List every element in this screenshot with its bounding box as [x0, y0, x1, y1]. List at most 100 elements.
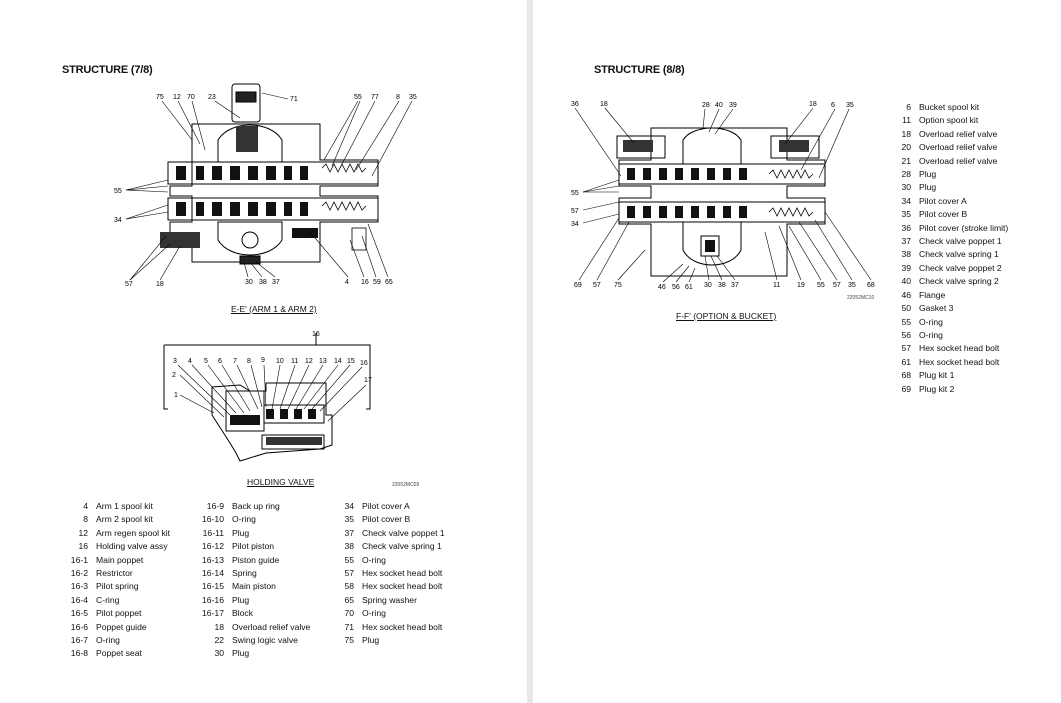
callout: 11	[773, 282, 780, 289]
callout: 55	[114, 188, 122, 195]
callout: 46	[658, 284, 666, 291]
callout: 34	[114, 217, 122, 224]
callout: 12	[173, 94, 181, 101]
callout: 16	[360, 360, 368, 367]
callout: 28	[702, 102, 710, 109]
callout: 23	[208, 94, 216, 101]
callout: 4	[345, 279, 349, 286]
callout: 7	[233, 358, 237, 365]
callout: 55	[354, 94, 362, 101]
callout: 12	[305, 358, 313, 365]
callout: 38	[718, 282, 726, 289]
holding-valve-diagram: 16 3 4 5 6 7 8 9 10 11 12 13 14 15 16 2 …	[163, 331, 372, 462]
callout: 11	[291, 358, 298, 365]
callout: 8	[247, 358, 251, 365]
callout: 8	[396, 94, 400, 101]
figure-code: 22052MC09	[392, 482, 420, 488]
left-page: STRUCTURE (7/8)	[0, 0, 527, 703]
callout: 69	[574, 282, 582, 289]
callout: 17	[364, 377, 372, 384]
callout: 37	[272, 279, 280, 286]
callout: 1	[174, 392, 178, 399]
callout: 57	[125, 281, 133, 288]
callout: 10	[276, 358, 284, 365]
callout: 55	[571, 190, 579, 197]
callout: 57	[833, 282, 841, 289]
callout: 30	[704, 282, 712, 289]
callout: 56	[672, 284, 680, 291]
callout: 59	[373, 279, 381, 286]
callout: 61	[685, 284, 693, 291]
figure-caption: E-E' (ARM 1 & ARM 2)	[231, 304, 317, 314]
option-bucket-section-diagram: 36 18 28 40 39 18 6 35 55 57 34 69 57 75…	[571, 101, 875, 291]
callout: 55	[817, 282, 825, 289]
callout: 40	[715, 102, 723, 109]
callout: 30	[245, 279, 253, 286]
callout: 70	[187, 94, 195, 101]
callout: 35	[409, 94, 417, 101]
figure-caption: HOLDING VALVE	[247, 477, 315, 487]
callout: 18	[156, 281, 164, 288]
callout: 3	[173, 358, 177, 365]
callout: 65	[385, 279, 393, 286]
callout: 37	[731, 282, 739, 289]
callout: 35	[846, 102, 854, 109]
callout: 68	[867, 282, 875, 289]
callout: 36	[571, 101, 579, 108]
callout: 34	[571, 221, 579, 228]
callout: 5	[204, 358, 208, 365]
callout: 6	[831, 102, 835, 109]
callout: 4	[188, 358, 192, 365]
callout: 35	[848, 282, 856, 289]
callout: 6	[218, 358, 222, 365]
figure-caption: F-F' (OPTION & BUCKET)	[676, 311, 777, 321]
callout: 16	[312, 331, 320, 338]
callout: 2	[172, 372, 176, 379]
callout: 15	[347, 358, 355, 365]
callout: 71	[290, 96, 298, 103]
